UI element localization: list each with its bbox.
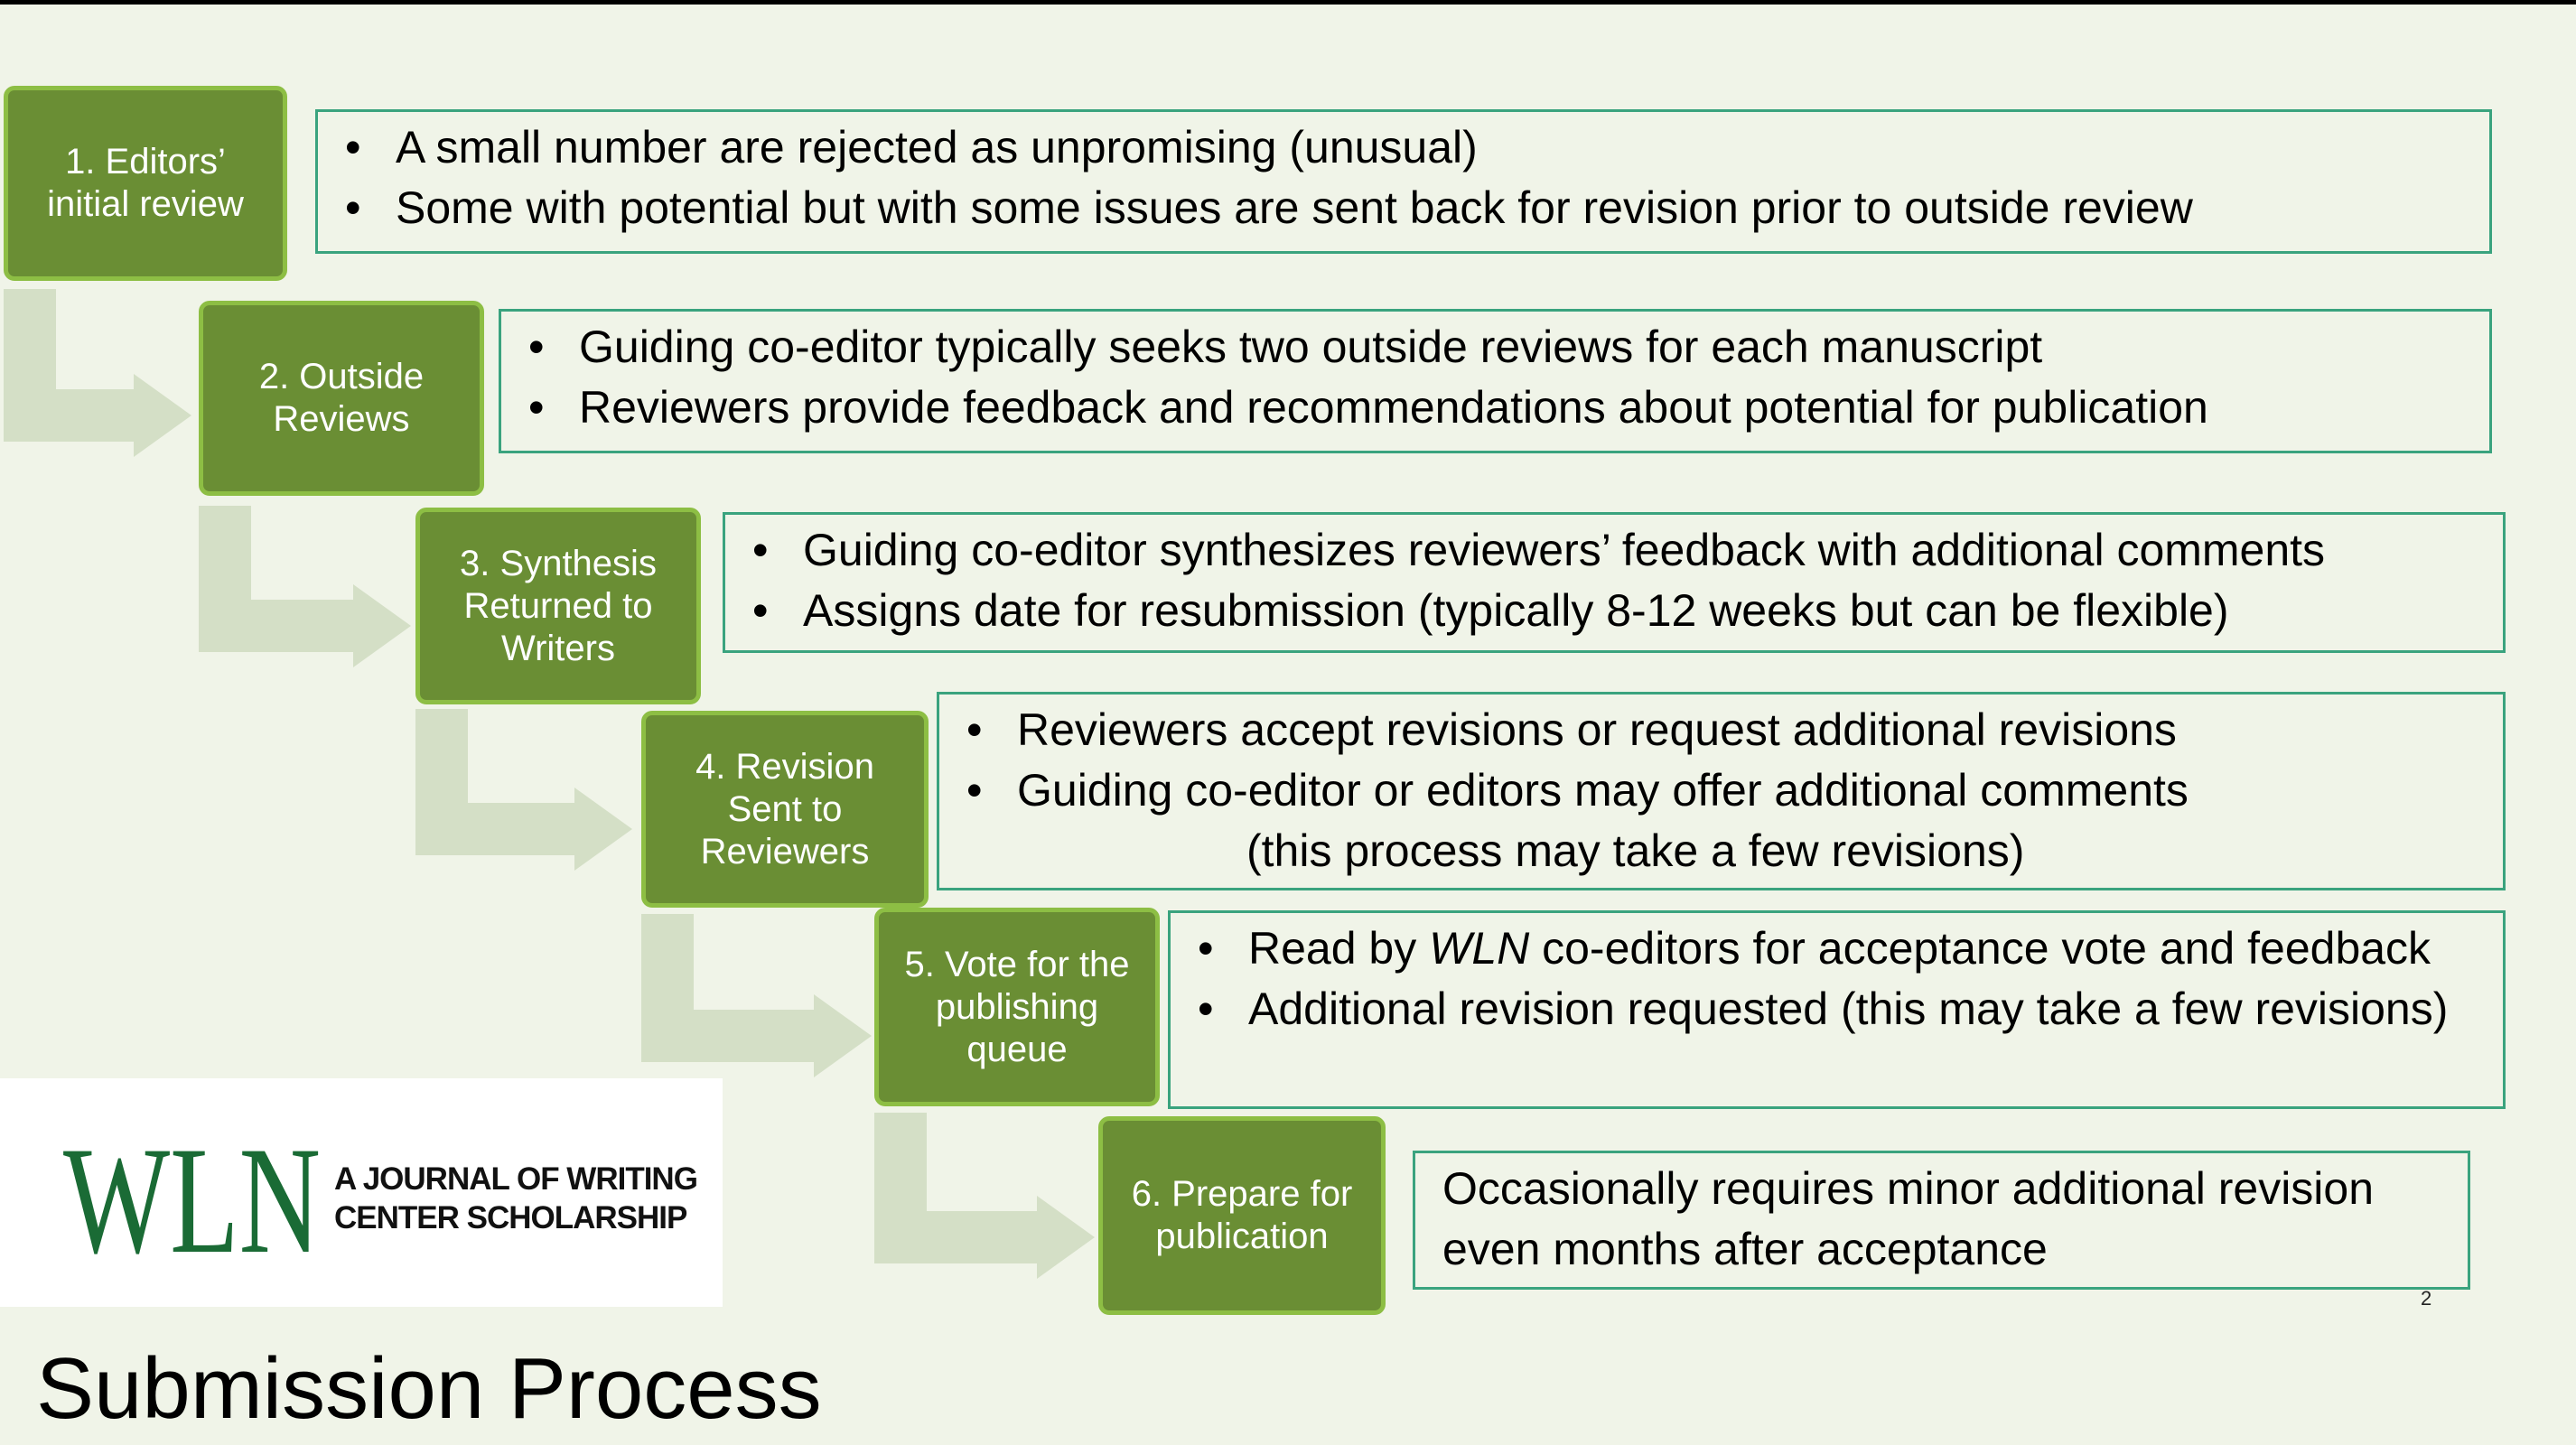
step-5-box: 5. Vote for the publishing queue: [874, 908, 1160, 1106]
connector-arrow-2: [199, 506, 411, 667]
step-4-note-2: Guiding co-editor or editors may offer a…: [966, 760, 2485, 821]
step-5-note-2: Additional revision requested (this may …: [1198, 979, 2485, 1039]
step-6-box: 6. Prepare for publication: [1098, 1116, 1386, 1315]
step-2-line-1: 2. Outside: [258, 357, 425, 396]
step-2-box: 2. Outside Reviews: [199, 301, 484, 496]
step-4-line-1: 4. Revision: [695, 746, 874, 787]
connector-arrow-4: [641, 914, 872, 1077]
step-3-note-1: Guiding co-editor synthesizes reviewers’…: [752, 520, 2485, 581]
step-5-line-2: publishing: [935, 986, 1099, 1027]
step-1-line-1: 1. Editors’: [65, 142, 226, 182]
step-4-box: 4. Revision Sent to Reviewers: [641, 711, 929, 908]
step-5-note-1-journal: WLN: [1429, 923, 1530, 974]
step-1-box: 1. Editors’ initial review: [4, 86, 287, 281]
page-number: 2: [2421, 1287, 2432, 1310]
step-5-line-1: 5. Vote for the: [904, 944, 1130, 984]
step-2-note-1: Guiding co-editor typically seeks two ou…: [528, 317, 2471, 378]
step-3-line-1: 3. Synthesis: [460, 543, 657, 583]
journal-logo: WLN A JOURNAL OF WRITING CENTER SCHOLARS…: [0, 1078, 723, 1307]
step-2-note-2: Reviewers provide feedback and recommend…: [528, 378, 2471, 438]
step-6-note-line-1: Occasionally requires minor additional r…: [1442, 1163, 2375, 1214]
page-title: Submission Process: [36, 1340, 822, 1437]
step-4-line-3: Reviewers: [700, 831, 870, 872]
step-5-line-3: queue: [966, 1029, 1068, 1069]
step-3-line-2: Returned to: [463, 585, 653, 626]
step-2-line-2: Reviews: [273, 399, 410, 439]
logo-tagline: A JOURNAL OF WRITING CENTER SCHOLARSHIP: [334, 1160, 698, 1237]
step-5-note-1: Read by WLN co-editors for acceptance vo…: [1198, 918, 2485, 979]
top-border: [0, 0, 2576, 5]
step-1-notes: A small number are rejected as unpromisi…: [315, 109, 2492, 254]
logo-tagline-line-1: A JOURNAL OF WRITING: [334, 1161, 698, 1197]
step-1-line-2: initial review: [47, 184, 244, 224]
step-3-notes: Guiding co-editor synthesizes reviewers’…: [723, 512, 2506, 653]
step-1-note-1: A small number are rejected as unpromisi…: [345, 117, 2471, 178]
step-1-note-2: Some with potential but with some issues…: [345, 178, 2471, 238]
step-4-note-1: Reviewers accept revisions or request ad…: [966, 700, 2485, 760]
connector-arrow-3: [415, 709, 632, 871]
step-6-line-1: 6. Prepare for: [1131, 1174, 1353, 1214]
step-4-note-continuation: (this process may take a few revisions): [1246, 825, 2025, 876]
step-3-box: 3. Synthesis Returned to Writers: [415, 508, 701, 704]
step-5-note-1-pre: Read by: [1248, 923, 1430, 974]
step-6-notes: Occasionally requires minor additional r…: [1413, 1151, 2470, 1290]
wln-wordmark-logo: WLN: [63, 1115, 321, 1268]
connector-arrow-1: [4, 289, 191, 457]
step-4-line-2: Sent to: [727, 788, 843, 829]
step-3-line-3: Writers: [501, 628, 615, 668]
step-2-notes: Guiding co-editor typically seeks two ou…: [499, 309, 2492, 453]
step-5-note-1-post: co-editors for acceptance vote and feedb…: [1529, 923, 2431, 974]
step-3-note-2: Assigns date for resubmission (typically…: [752, 581, 2485, 641]
step-6-line-2: publication: [1155, 1217, 1329, 1256]
logo-tagline-line-2: CENTER SCHOLARSHIP: [334, 1200, 687, 1235]
connector-arrow-5: [874, 1113, 1095, 1279]
step-5-notes: Read by WLN co-editors for acceptance vo…: [1168, 910, 2506, 1109]
wln-wordmark: WLN: [63, 1115, 321, 1268]
step-4-notes: Reviewers accept revisions or request ad…: [937, 692, 2506, 890]
step-6-note-line-2: even months after acceptance: [1442, 1224, 2048, 1274]
